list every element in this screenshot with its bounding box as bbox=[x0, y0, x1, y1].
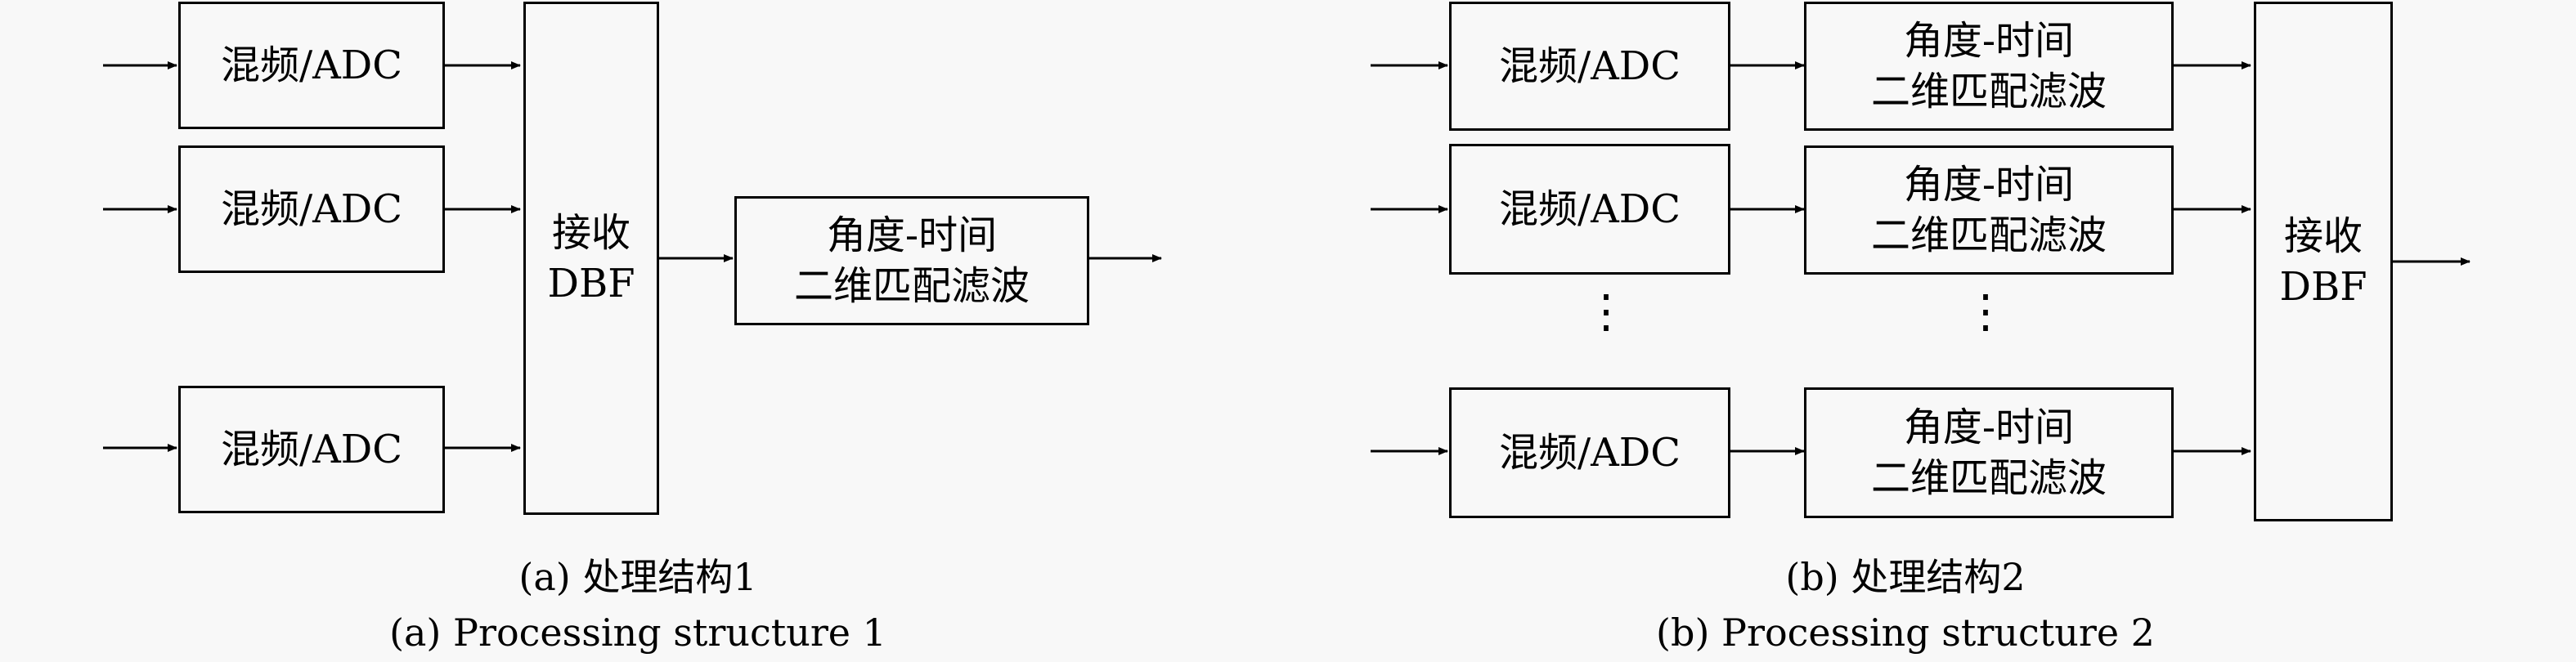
right-mixer-adc-label-2: 混频/ADC bbox=[1498, 186, 1681, 232]
left-dbf-label-line2: DBF bbox=[547, 261, 635, 306]
right-dbf-label-line2: DBF bbox=[2279, 264, 2367, 310]
right-mixer-adc-label-3: 混频/ADC bbox=[1498, 430, 1681, 476]
left-filter-label-line1: 角度-时间 bbox=[826, 212, 998, 258]
right-matched-filter-box-1: 角度-时间 二维匹配滤波 bbox=[1804, 2, 2174, 131]
left-caption-en: (a) Processing structure 1 bbox=[389, 611, 886, 655]
right-filter-label-line1-3: 角度-时间 bbox=[1903, 405, 2075, 450]
right-caption-cn: (b) 处理结构2 bbox=[1785, 555, 2026, 599]
right-mixer-adc-label-1: 混频/ADC bbox=[1498, 43, 1681, 89]
left-mixer-adc-box-3: 混频/ADC bbox=[178, 386, 445, 513]
right-mixer-ellipsis: ⋮ bbox=[1583, 285, 1629, 338]
left-mixer-adc-box-1: 混频/ADC bbox=[178, 2, 445, 129]
right-filter-label-line1-1: 角度-时间 bbox=[1903, 18, 2075, 64]
right-matched-filter-box-2: 角度-时间 二维匹配滤波 bbox=[1804, 145, 2174, 275]
left-mixer-adc-label-1: 混频/ADC bbox=[220, 42, 403, 88]
left-mixer-adc-box-2: 混频/ADC bbox=[178, 145, 445, 273]
right-filter-label-line2-2: 二维匹配滤波 bbox=[1870, 212, 2107, 258]
right-mixer-adc-box-3: 混频/ADC bbox=[1449, 387, 1730, 518]
left-matched-filter-box: 角度-时间 二维匹配滤波 bbox=[734, 196, 1089, 325]
right-mixer-adc-box-2: 混频/ADC bbox=[1449, 144, 1730, 275]
right-dbf-label-line1: 接收 bbox=[2283, 213, 2363, 259]
right-matched-filter-box-3: 角度-时间 二维匹配滤波 bbox=[1804, 387, 2174, 518]
left-mixer-adc-label-3: 混频/ADC bbox=[220, 427, 403, 472]
left-receive-dbf-box: 接收 DBF bbox=[523, 2, 659, 515]
left-filter-label-line2: 二维匹配滤波 bbox=[793, 263, 1030, 309]
right-receive-dbf-box: 接收 DBF bbox=[2254, 2, 2393, 521]
right-mixer-adc-box-1: 混频/ADC bbox=[1449, 2, 1730, 131]
left-dbf-label-line1: 接收 bbox=[551, 210, 631, 256]
right-filter-ellipsis: ⋮ bbox=[1963, 285, 2008, 338]
left-mixer-adc-label-2: 混频/ADC bbox=[220, 186, 403, 232]
right-caption-en: (b) Processing structure 2 bbox=[1656, 611, 2155, 655]
left-caption-cn: (a) 处理结构1 bbox=[518, 555, 757, 599]
right-filter-label-line2-1: 二维匹配滤波 bbox=[1870, 69, 2107, 114]
right-filter-label-line1-2: 角度-时间 bbox=[1903, 162, 2075, 208]
right-filter-label-line2-3: 二维匹配滤波 bbox=[1870, 455, 2107, 501]
